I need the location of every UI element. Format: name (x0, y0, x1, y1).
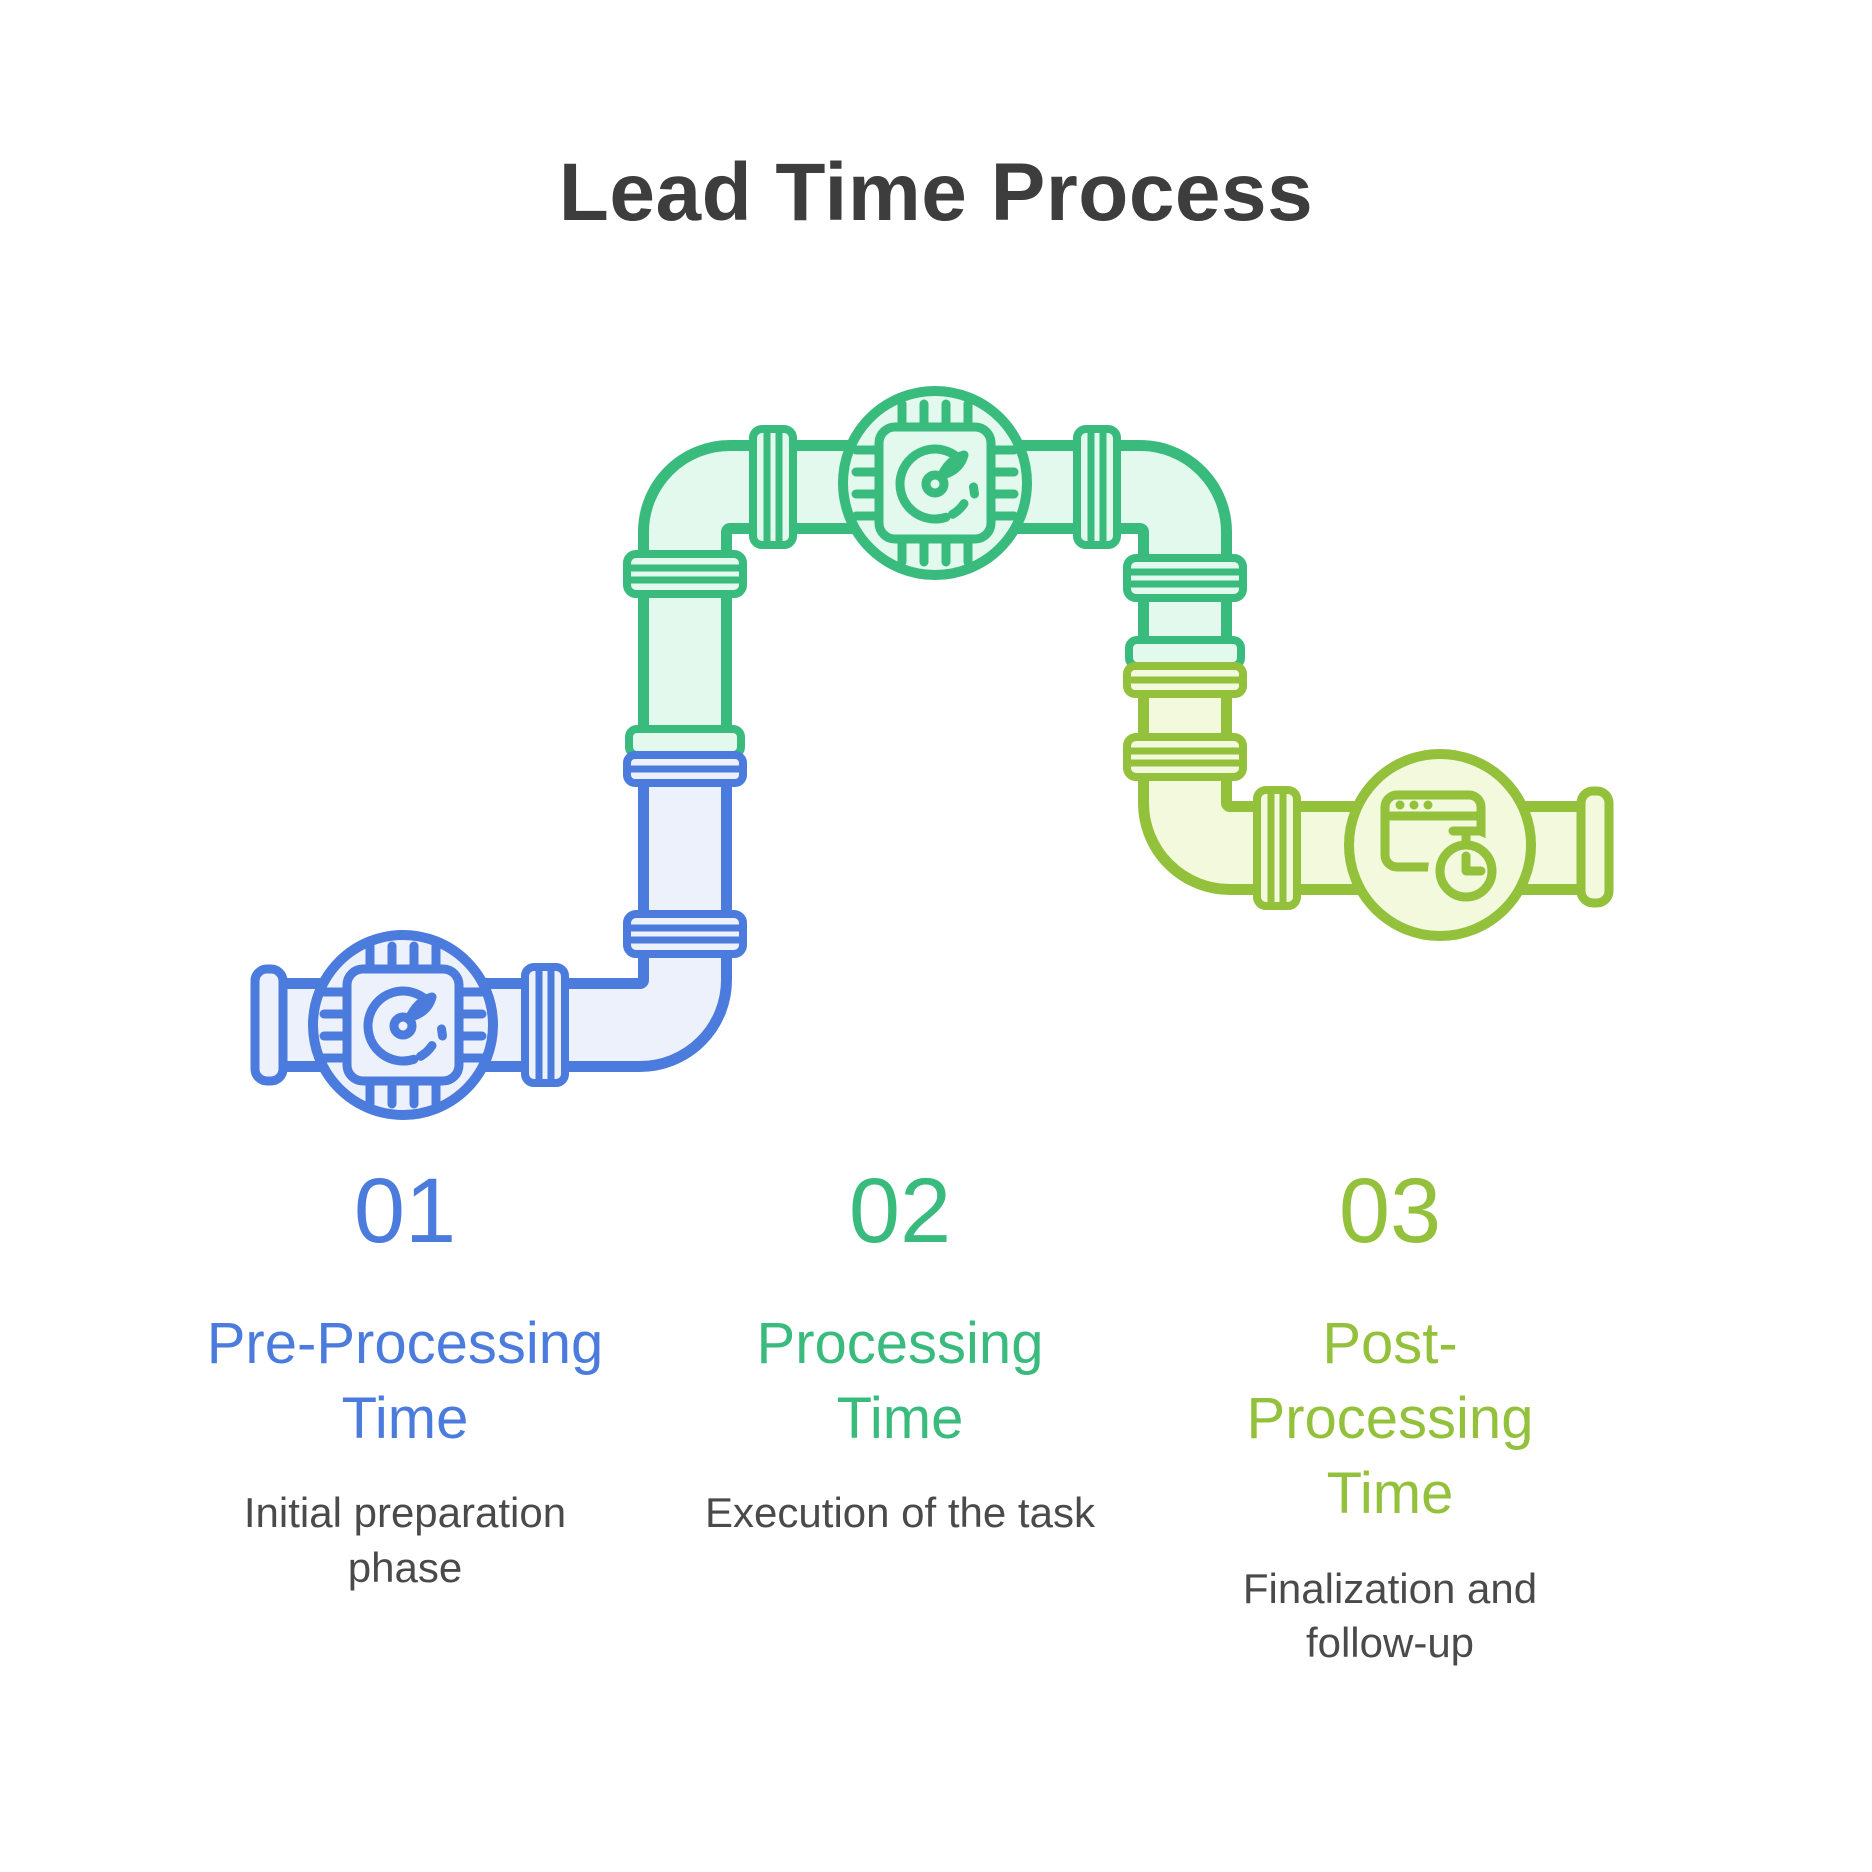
step-2-description: Execution of the task (705, 1489, 1095, 1537)
node-circle-processing (838, 386, 1032, 580)
pipe-flange (623, 550, 747, 598)
step-1-column: 01 Pre-Processing Time Initial preparati… (185, 1163, 625, 1596)
step-2-heading: Processing Time (756, 1310, 1044, 1451)
pipe-flange (521, 963, 569, 1087)
step-2-number: 02 (848, 1160, 952, 1262)
pipe-flange (1123, 733, 1247, 781)
step-3-column: 03 Post-Processing Time Finalization and… (1200, 1163, 1580, 1671)
page-title: Lead Time Process (558, 147, 1314, 238)
browser-timer-icon (1380, 790, 1504, 909)
step-3-number: 03 (1338, 1160, 1442, 1262)
step-1-heading: Pre-Processing Time (206, 1310, 604, 1451)
step-2-column: 02 Processing Time Execution of the task (650, 1163, 1150, 1541)
pipe-flange (749, 425, 797, 549)
pipe-segment-post-processing (1138, 668, 1596, 895)
pipe-end-cap-left (250, 964, 288, 1086)
node-circle-pre-processing (308, 930, 498, 1120)
step-1-number: 01 (353, 1160, 457, 1262)
pipe-coupling-green-blue (623, 725, 747, 787)
pipe-coupling-green-lime (1123, 636, 1247, 698)
step-1-description: Initial preparation phase (243, 1489, 567, 1591)
pipe-flange (1253, 786, 1301, 910)
step-3-description: Finalization and follow-up (1242, 1564, 1538, 1667)
pipe-flange (1123, 554, 1247, 602)
pipe-flange (623, 910, 747, 958)
pipe-flange (1073, 425, 1121, 549)
pipe-segment-pre-processing (268, 758, 732, 1072)
pipe-end-cap-right (1576, 786, 1614, 908)
step-3-heading: Post-Processing Time (1246, 1310, 1534, 1527)
